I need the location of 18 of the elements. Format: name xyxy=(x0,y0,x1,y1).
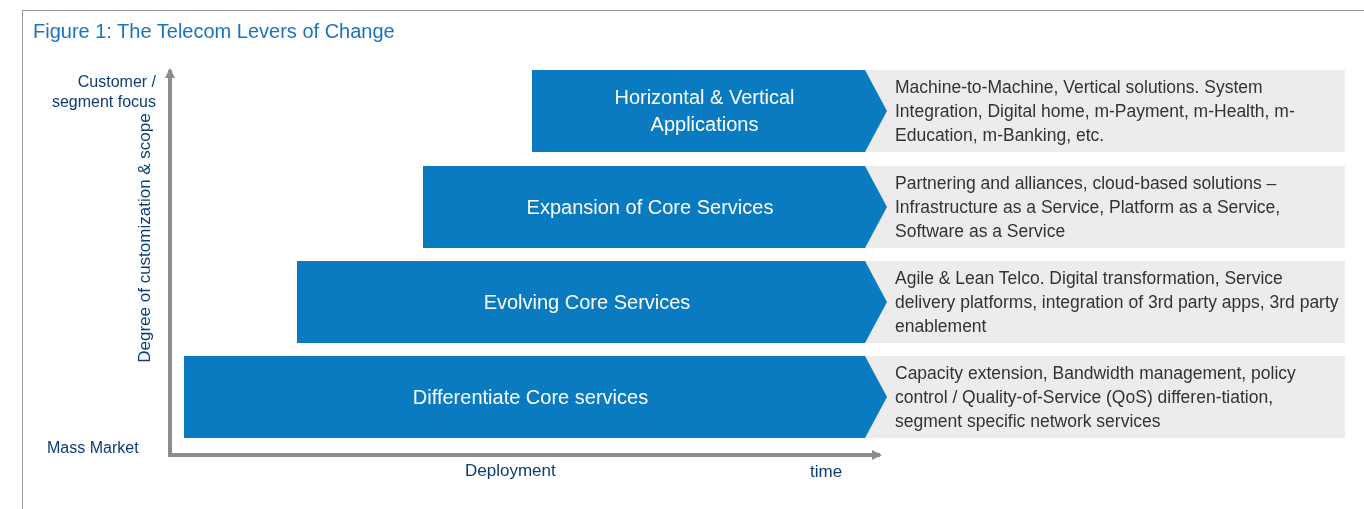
description-box: Agile & Lean Telco. Digital transformation, Service delivery platforms, integration of 3rd party apps, 3rd party enablement xyxy=(865,261,1345,343)
lever-title: Expansion of Core Services xyxy=(526,194,774,220)
pentagon-banner xyxy=(423,166,887,248)
axis-label: Mass Market xyxy=(47,438,139,458)
lever-title: Horizontal & Vertical Applications xyxy=(613,85,796,137)
pentagon-banner xyxy=(184,356,887,438)
pentagon-banner xyxy=(532,70,887,152)
axis-label: Customer / segment focus xyxy=(50,72,156,112)
description-box: Capacity extension, Bandwidth management, policy control / Quality-of-Service (QoS) differen-tiation, segment specific network services xyxy=(865,356,1345,438)
lever-title: Differentiate Core services xyxy=(412,384,649,410)
axis-title: Deployment xyxy=(465,461,556,481)
axis-label: time xyxy=(810,462,843,482)
description-box: Machine-to-Machine, Vertical solutions. System Integration, Digital home, m-Payment, m-Health, m-Education, m-Banking, etc. xyxy=(865,70,1345,152)
pentagon-banner xyxy=(297,261,887,343)
description-box: Partnering and alliances, cloud-based solutions – Infrastructure as a Service, Platform as a Service, Software as a Service xyxy=(865,166,1345,248)
lever-title: Evolving Core Services xyxy=(483,289,691,315)
axis-title: Degree of customization & scope xyxy=(135,113,155,363)
figure-title: Figure 1: The Telecom Levers of Change xyxy=(33,20,395,43)
